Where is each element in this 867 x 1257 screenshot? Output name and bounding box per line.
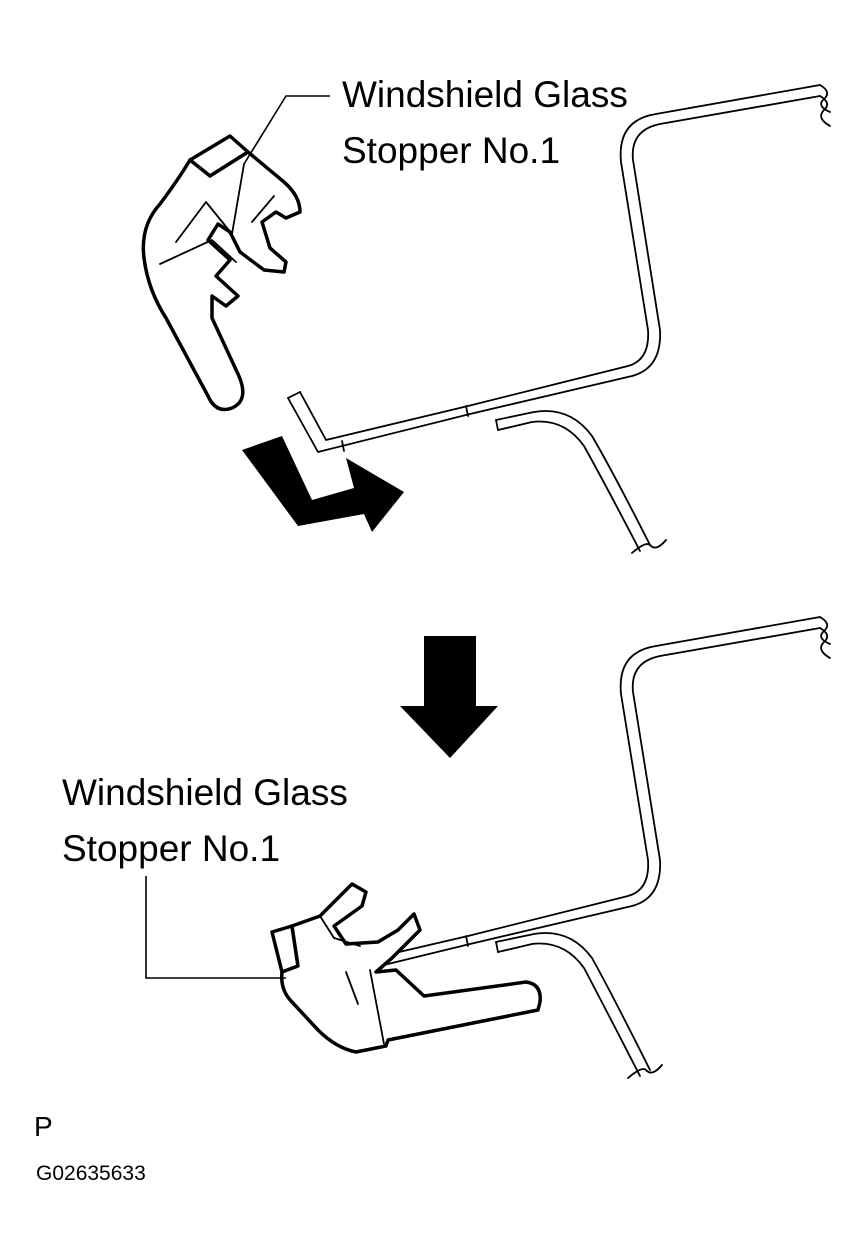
- figure-code: G02635633: [36, 1162, 146, 1185]
- label-bottom-line2: Stopper No.1: [62, 828, 280, 869]
- arrow-down-icon: [400, 636, 498, 758]
- leader-line-bottom: [145, 876, 286, 979]
- stopper-clip-top: [141, 134, 302, 412]
- stopper-clip-bottom: [270, 882, 542, 1054]
- leader-line-top: [243, 95, 330, 165]
- bent-arrow-icon: [242, 436, 404, 532]
- label-top-line1: Windshield Glass: [342, 74, 628, 115]
- page-mark: P: [34, 1111, 53, 1142]
- top-scene: Windshield Glass Stopper No.1: [141, 74, 831, 554]
- body-panel-top: [287, 84, 831, 554]
- label-bottom-line1: Windshield Glass: [62, 772, 348, 813]
- bottom-scene: Windshield Glass Stopper No.1: [62, 616, 831, 1079]
- label-top-line2: Stopper No.1: [342, 130, 560, 171]
